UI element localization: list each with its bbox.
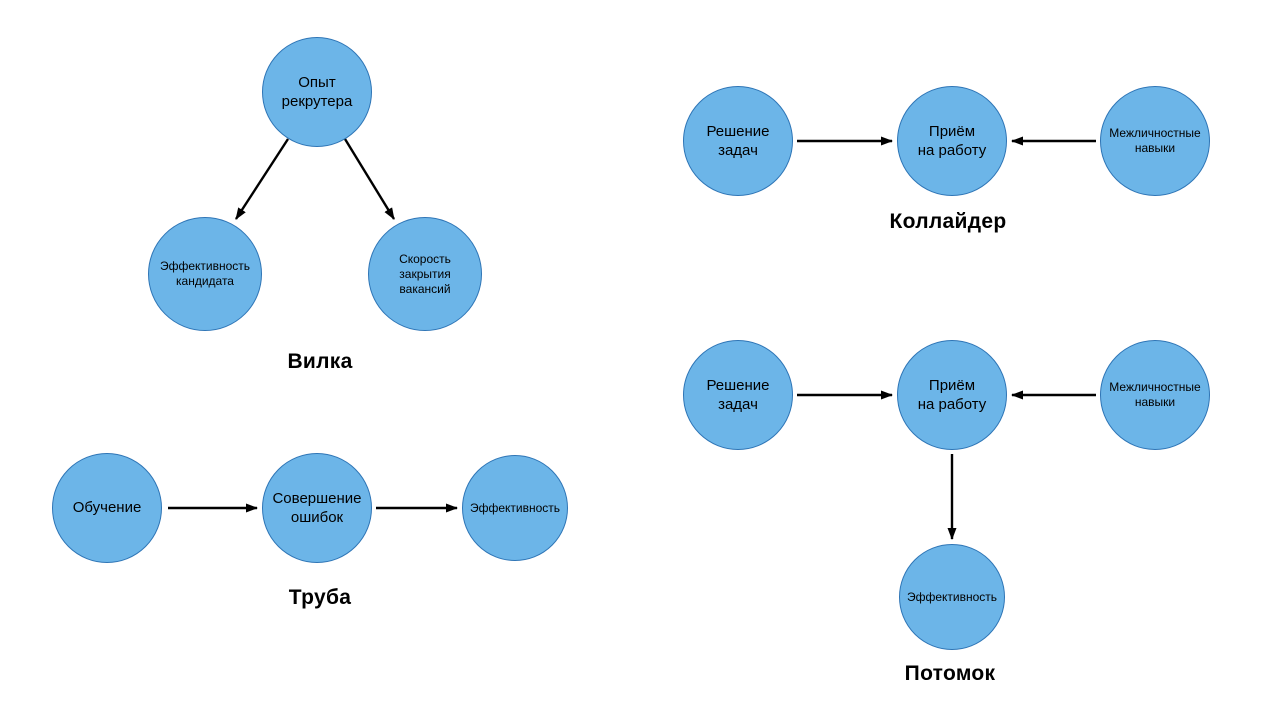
pipe-title: Труба bbox=[288, 586, 352, 609]
node-pipe-making-mistakes: Совершение ошибок bbox=[262, 453, 372, 563]
descendant-title: Потомок bbox=[904, 662, 996, 685]
node-collider-hiring: Приём на работу bbox=[897, 86, 1007, 196]
node-fork-recruiter-experience: Опыт рекрутера bbox=[262, 37, 372, 147]
node-fork-vacancy-closing-speed: Скорость закрытия вакансий bbox=[368, 217, 482, 331]
node-descendant-hiring: Приём на работу bbox=[897, 340, 1007, 450]
node-descendant-problem-solving: Решение задач bbox=[683, 340, 793, 450]
arrow-fork-left bbox=[234, 138, 290, 220]
node-descendant-effectiveness: Эффективность bbox=[899, 544, 1005, 650]
node-collider-problem-solving: Решение задач bbox=[683, 86, 793, 196]
arrow-fork-right bbox=[343, 138, 396, 220]
node-descendant-interpersonal-skills: Межличностные навыки bbox=[1100, 340, 1210, 450]
collider-title: Коллайдер bbox=[889, 210, 1007, 233]
node-pipe-effectiveness: Эффективность bbox=[462, 455, 568, 561]
node-fork-candidate-effectiveness: Эффективность кандидата bbox=[148, 217, 262, 331]
node-collider-interpersonal-skills: Межличностные навыки bbox=[1100, 86, 1210, 196]
node-pipe-training: Обучение bbox=[52, 453, 162, 563]
fork-title: Вилка bbox=[287, 350, 353, 373]
